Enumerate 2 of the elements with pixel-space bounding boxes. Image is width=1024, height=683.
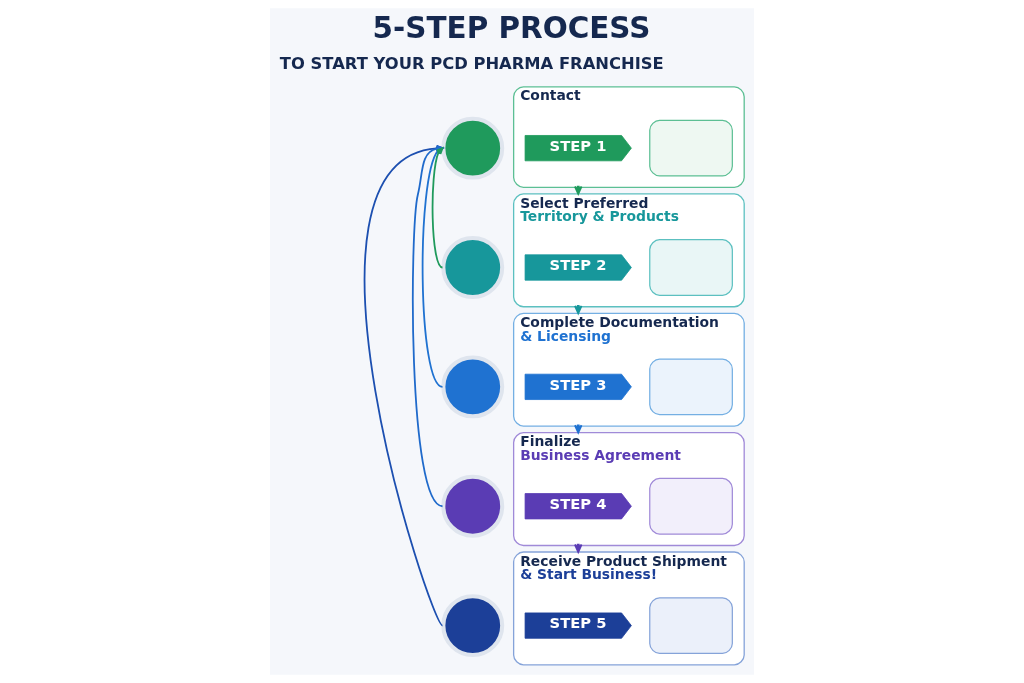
diagram-title: 5-STEP PROCESS [372, 10, 651, 45]
label: TO START YOUR PCD PHARMA FRANCHISE [279, 53, 664, 73]
